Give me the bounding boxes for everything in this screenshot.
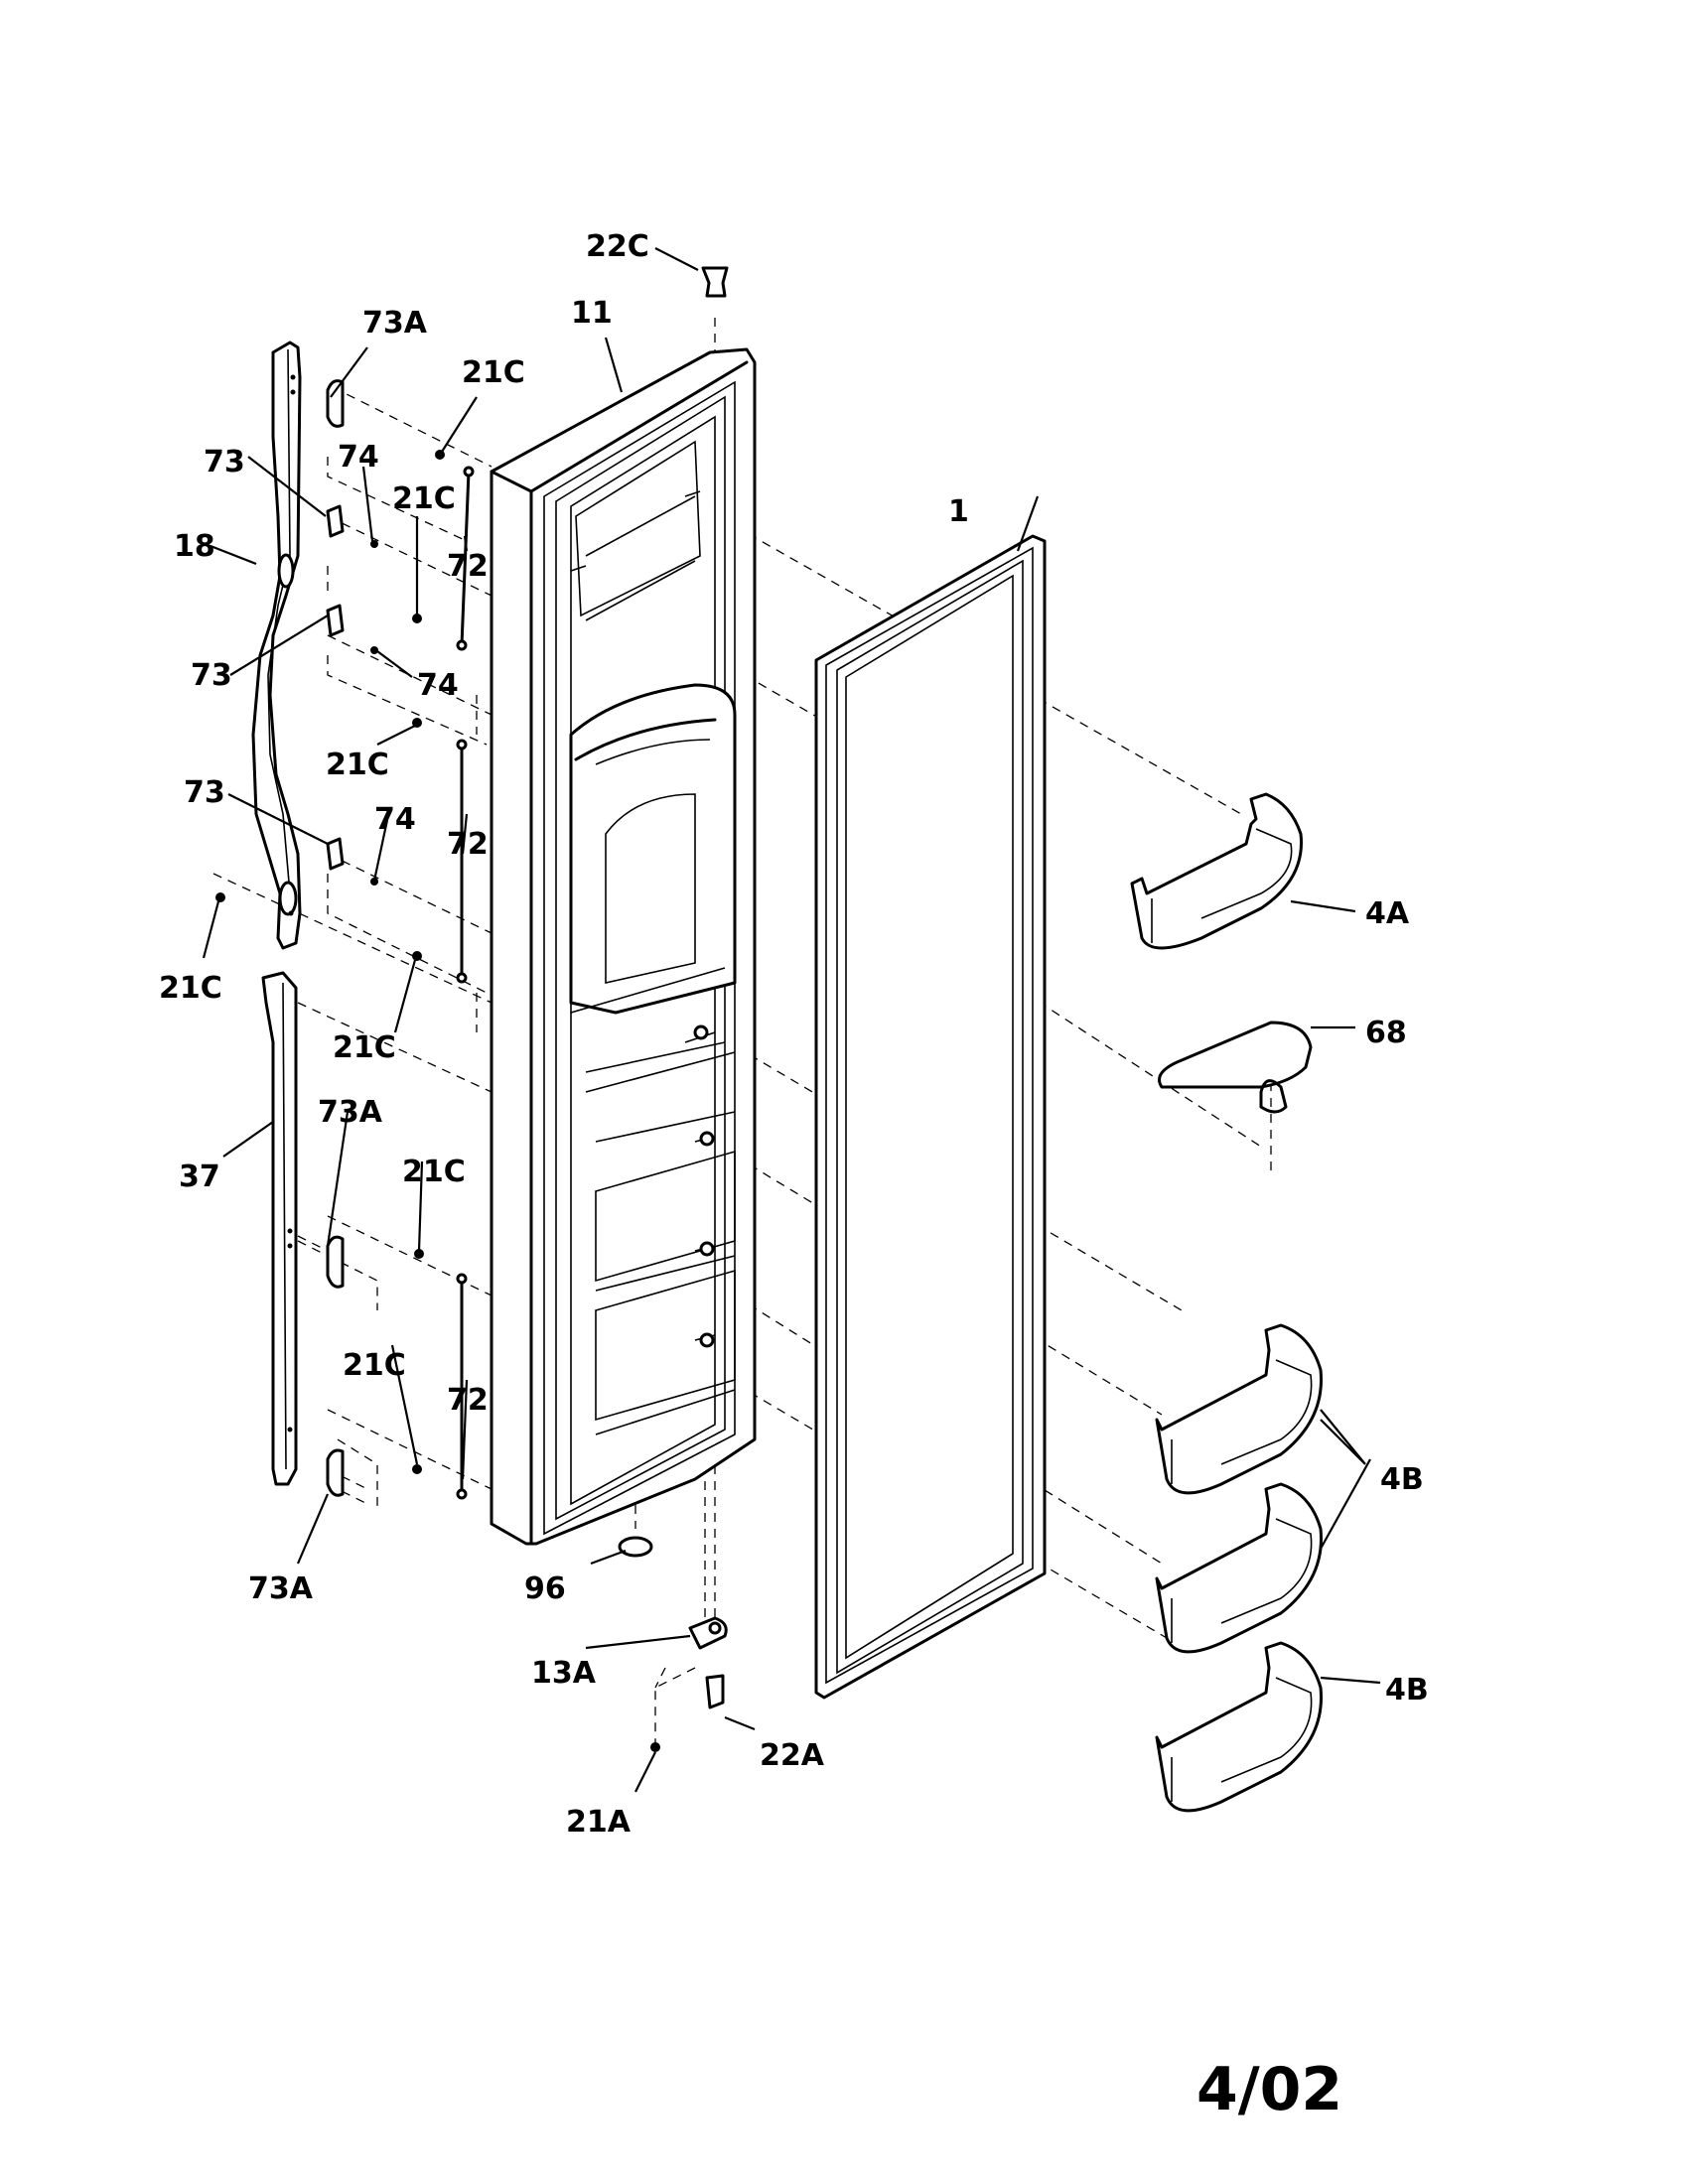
label-21C-2: 21C: [392, 481, 456, 516]
label-37: 37: [179, 1160, 220, 1194]
handle-clips: [326, 379, 345, 1497]
label-73A-top: 73A: [362, 306, 428, 341]
label-1: 1: [948, 494, 969, 529]
label-18: 18: [174, 529, 215, 564]
label-13A: 13A: [531, 1656, 597, 1691]
door-assembly: [490, 347, 757, 1546]
label-21C-6: 21C: [402, 1155, 466, 1189]
label-73-2: 73: [191, 658, 232, 693]
lower-handle-trim: [261, 971, 298, 1486]
label-21A: 21A: [566, 1805, 632, 1840]
label-22A: 22A: [760, 1738, 825, 1773]
upper-handle: [251, 341, 302, 950]
label-73A-bot: 73A: [248, 1571, 314, 1606]
label-4B-2: 4B: [1385, 1673, 1429, 1707]
label-73-1: 73: [204, 445, 245, 479]
label-96: 96: [524, 1571, 566, 1606]
hinge-hardware: [618, 266, 729, 1752]
label-21C-4: 21C: [159, 971, 222, 1006]
label-74-1: 74: [338, 440, 379, 475]
label-74-3: 74: [374, 802, 416, 837]
door-gasket: [814, 534, 1047, 1700]
label-21C-3: 21C: [326, 748, 389, 782]
label-4B-1: 4B: [1380, 1462, 1424, 1497]
label-72-3: 72: [447, 1383, 489, 1418]
date-code: 4/02: [1196, 2055, 1342, 2124]
leader-lines: [202, 247, 1381, 1793]
part-labels: 22C 11 73A 21C 73 74 21C 72 18 73 74 21C…: [159, 229, 1429, 1840]
label-4A: 4A: [1365, 896, 1410, 931]
label-72-2: 72: [447, 827, 489, 862]
label-73-3: 73: [184, 775, 225, 810]
label-68: 68: [1365, 1016, 1407, 1050]
label-74-2: 74: [417, 668, 459, 703]
small-fasteners: [215, 450, 475, 1500]
label-11: 11: [571, 296, 613, 331]
label-21C-1: 21C: [462, 355, 525, 390]
label-21C-7: 21C: [343, 1348, 406, 1383]
label-73A-mid: 73A: [318, 1095, 383, 1130]
label-72-1: 72: [447, 549, 489, 584]
label-21C-5: 21C: [333, 1030, 396, 1065]
label-22C: 22C: [586, 229, 649, 264]
door-bins: [1130, 792, 1323, 1813]
